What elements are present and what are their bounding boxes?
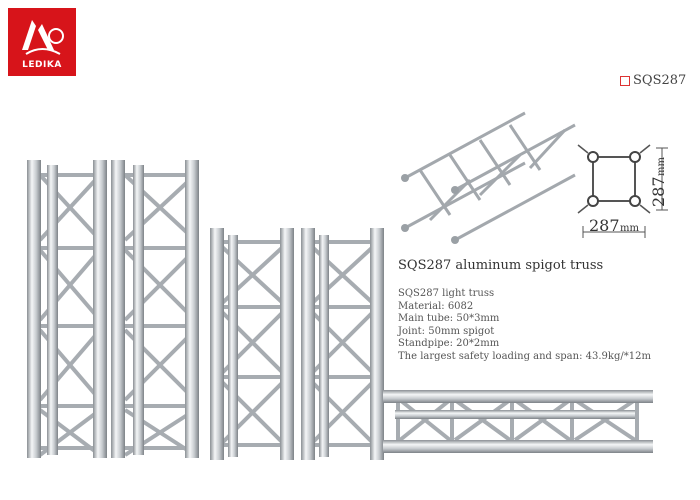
tube — [280, 228, 294, 460]
spec-item: SQS287 light truss — [398, 288, 495, 299]
cross-section-diagram — [577, 144, 668, 238]
spec-item: Material: 6082 — [398, 300, 474, 312]
tube — [210, 228, 224, 460]
horizontal-truss-section — [396, 398, 639, 445]
spec-item: Standpipe: 20*2mm — [398, 338, 500, 349]
svg-text:mm: mm — [656, 157, 667, 176]
product-title: SQS287 aluminum spigot truss — [398, 258, 604, 273]
dim-width-label: 287 mm — [589, 216, 639, 235]
tube — [383, 440, 653, 453]
tube — [301, 228, 315, 460]
spec-item: Main tube: 50*3mm — [398, 313, 500, 324]
truss-thumbnail — [404, 111, 576, 242]
tube — [383, 390, 653, 403]
brand-name: LEDIKA — [22, 60, 62, 70]
tube — [47, 165, 58, 455]
tube — [370, 228, 384, 460]
spec-item: Joint: 50mm spigot — [398, 325, 495, 337]
tube — [93, 160, 107, 458]
medium-truss-tower-2 — [305, 240, 380, 447]
model-tag: SQS287 — [620, 73, 686, 88]
model-code: SQS287 — [633, 73, 687, 88]
svg-text:287: 287 — [589, 216, 620, 235]
tube — [185, 160, 199, 458]
model-marker-icon — [620, 75, 630, 86]
dim-height-label: 287 mm — [649, 157, 668, 207]
ledika-logo: LEDIKA — [8, 8, 76, 76]
tube — [395, 410, 635, 419]
svg-text:mm: mm — [620, 223, 639, 234]
tube — [27, 160, 41, 458]
tube — [133, 165, 144, 455]
spec-item: The largest safety loading and span: 43.… — [398, 350, 651, 362]
logo-mark-icon — [22, 20, 64, 55]
tube — [111, 160, 125, 458]
spec-list: SQS287 light truss Material: 6082 Main t… — [398, 288, 651, 363]
tube — [319, 235, 329, 457]
medium-truss-tower-1 — [216, 240, 290, 447]
svg-text:287: 287 — [649, 176, 668, 207]
truss-thumbnail-ends — [401, 174, 459, 244]
tube — [228, 235, 238, 457]
